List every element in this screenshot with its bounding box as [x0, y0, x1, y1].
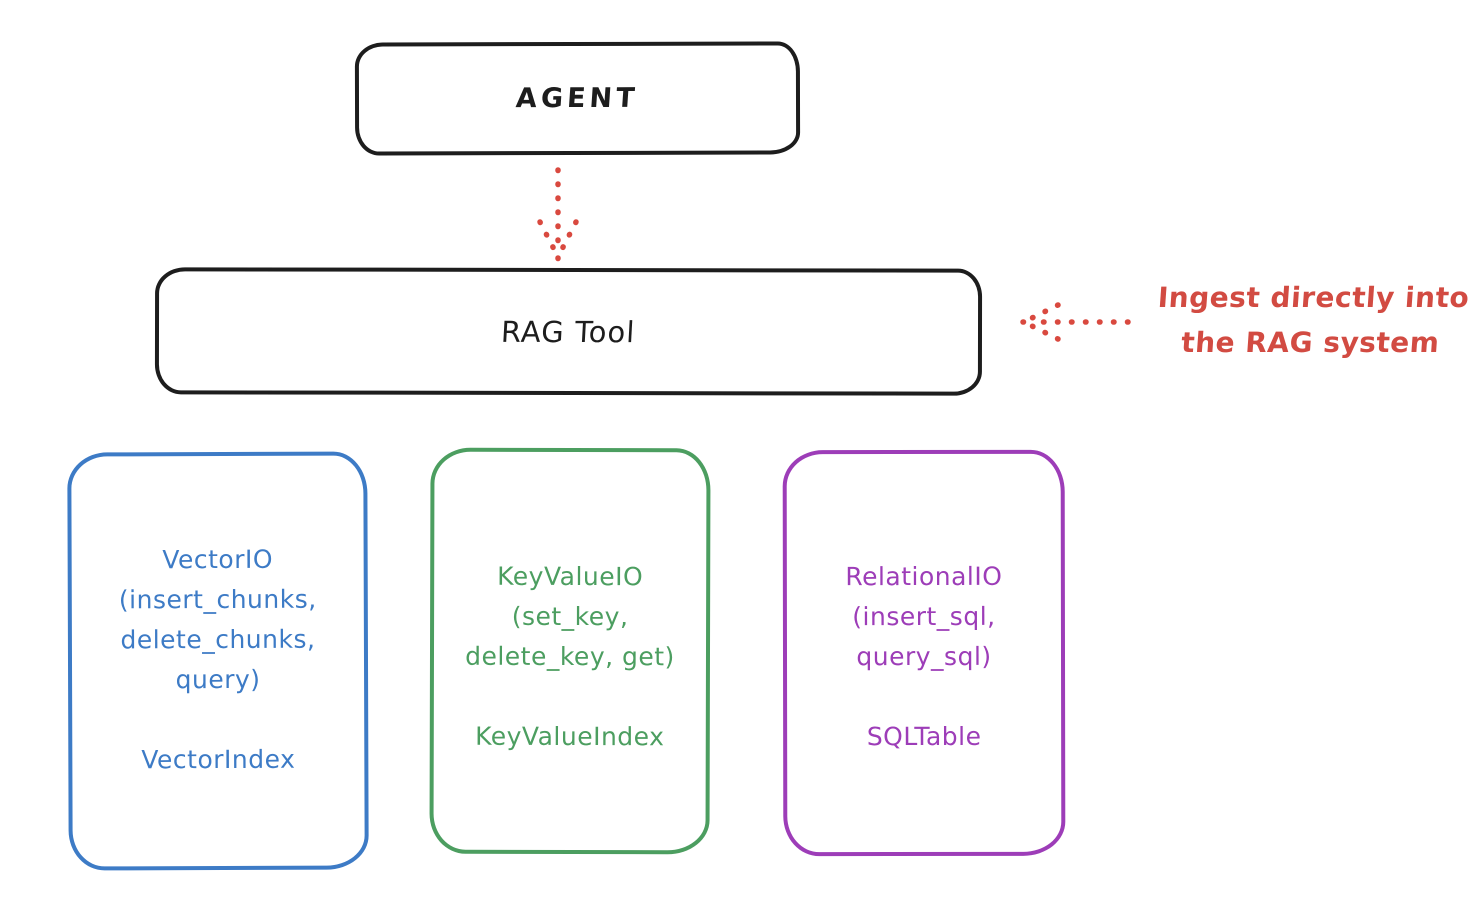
- key-value-io-text: KeyValueIO (set_key, delete_key, get) Ke…: [434, 452, 707, 758]
- ingest-annotation: Ingest directly into the RAG system: [1137, 275, 1484, 365]
- annotation-line: Ingest directly into: [1156, 281, 1471, 314]
- vector-io-text: VectorIO (insert_chunks, delete_chunks, …: [71, 455, 364, 780]
- key-value-index-label: KeyValueIndex: [475, 721, 665, 752]
- node-text-line: (insert_sql,: [852, 601, 996, 632]
- node-text-line: RelationalIO: [845, 561, 1003, 592]
- agent-label: AGENT: [515, 82, 640, 115]
- dotted-arrow-down-icon: [537, 167, 579, 262]
- vector-index-label: VectorIndex: [141, 744, 296, 775]
- node-text-line: delete_chunks,: [120, 624, 316, 655]
- rag-tool-label: RAG Tool: [500, 314, 637, 349]
- vector-io-node: VectorIO (insert_chunks, delete_chunks, …: [67, 451, 369, 871]
- sql-table-label: SQLTable: [866, 721, 982, 752]
- node-text-line: query): [175, 664, 261, 695]
- node-text-line: (insert_chunks,: [118, 584, 317, 615]
- node-text-line: (set_key,: [511, 601, 629, 632]
- agent-node: AGENT: [354, 41, 801, 156]
- node-text-line: delete_key, get): [465, 641, 675, 672]
- node-text-line: VectorIO: [162, 544, 274, 575]
- dotted-arrow-left-icon: [1020, 302, 1131, 342]
- relational-io-text: RelationalIO (insert_sql, query_sql) SQL…: [787, 454, 1062, 757]
- rag-tool-node: RAG Tool: [154, 267, 983, 396]
- relational-io-node: RelationalIO (insert_sql, query_sql) SQL…: [782, 449, 1066, 857]
- key-value-io-node: KeyValueIO (set_key, delete_key, get) Ke…: [429, 447, 711, 855]
- node-text-line: KeyValueIO: [497, 561, 644, 592]
- node-text-line: query_sql): [856, 641, 992, 672]
- annotation-line: the RAG system: [1180, 326, 1441, 359]
